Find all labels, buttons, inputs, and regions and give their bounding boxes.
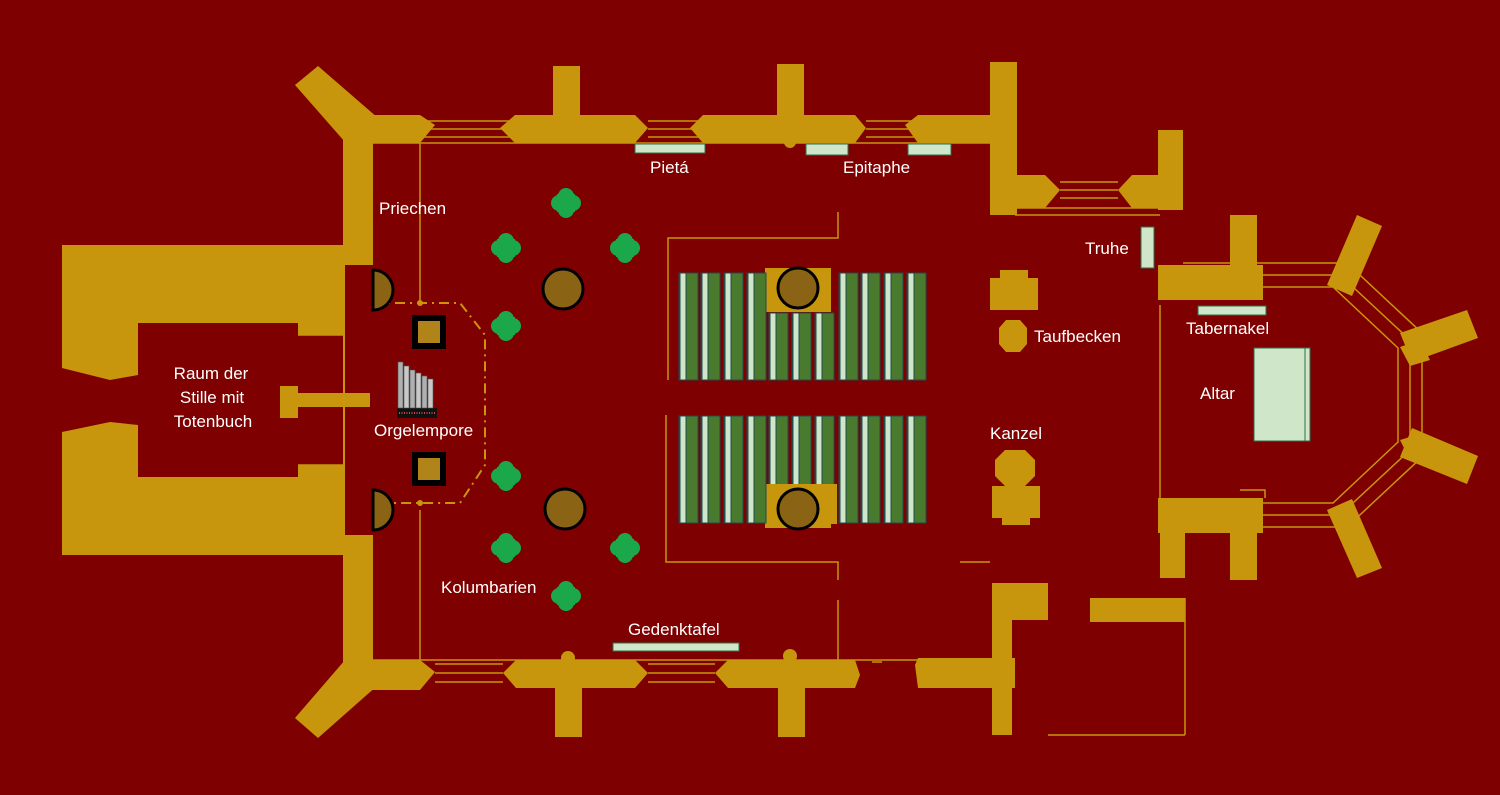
columbarium-icon	[491, 533, 521, 563]
label-priechen: Priechen	[379, 199, 446, 218]
gallery-pillar-north	[412, 315, 446, 349]
epitaph-plaque-2	[907, 143, 952, 156]
columbaria	[491, 188, 640, 611]
label-raum-line1: Raum der	[174, 364, 249, 383]
columbarium-icon	[610, 533, 640, 563]
round-pillar-icon	[371, 267, 587, 532]
pew-back	[701, 415, 709, 524]
furniture	[612, 143, 1311, 652]
label-taufbecken: Taufbecken	[1034, 327, 1121, 346]
organ-gallery	[373, 300, 486, 506]
pew-back	[792, 312, 800, 381]
label-raum-line2: Stille mit	[180, 388, 245, 407]
font-base	[990, 270, 1038, 310]
labels: Priechen Pietá Epitaphe Truhe Tabernakel…	[174, 158, 1269, 639]
pew-back	[884, 415, 892, 524]
columbarium-icon	[491, 461, 521, 491]
epitaph-plaque-1	[805, 143, 849, 156]
label-pieta: Pietá	[650, 158, 689, 177]
interior-lines	[373, 142, 1266, 672]
pew-back	[724, 415, 732, 524]
gallery-pillar-south	[412, 452, 446, 486]
pew-back	[701, 272, 709, 381]
organ-pipes-icon	[397, 361, 437, 418]
label-raum-line3: Totenbuch	[174, 412, 252, 431]
tabernakel-shelf	[1197, 305, 1267, 316]
columbarium-icon	[491, 311, 521, 341]
label-kanzel: Kanzel	[990, 424, 1042, 443]
gedenktafel-plaque	[612, 642, 740, 652]
columbarium-icon	[610, 233, 640, 263]
nave-walls	[295, 62, 1186, 738]
pew-back	[907, 415, 915, 524]
columbarium-icon	[551, 188, 581, 218]
label-truhe: Truhe	[1085, 239, 1129, 258]
pew-back	[747, 415, 755, 524]
label-gedenktafel: Gedenktafel	[628, 620, 720, 639]
pew-back	[884, 272, 892, 381]
pew-back	[679, 272, 687, 381]
columbarium-icon	[491, 233, 521, 263]
pew-back	[839, 415, 847, 524]
west-tower	[62, 245, 370, 555]
label-kolumbarien: Kolumbarien	[441, 578, 536, 597]
pews	[678, 266, 927, 531]
label-orgelempore: Orgelempore	[374, 421, 473, 440]
label-tabernakel: Tabernakel	[1186, 319, 1269, 338]
pew-back	[815, 312, 823, 381]
label-epitaphe: Epitaphe	[843, 158, 910, 177]
pew-back	[861, 415, 869, 524]
pew-back	[769, 312, 777, 381]
taufbecken-font	[999, 320, 1027, 352]
kanzel-pulpit	[995, 450, 1035, 486]
pew-back	[724, 272, 732, 381]
columbarium-icon	[551, 581, 581, 611]
pieta-plaque	[634, 143, 706, 154]
altar-table	[1253, 347, 1306, 442]
label-altar: Altar	[1200, 384, 1235, 403]
pew-back	[839, 272, 847, 381]
altar-step	[1304, 347, 1311, 442]
pew-back	[747, 272, 755, 381]
pew-back	[907, 272, 915, 381]
truhe-chest	[1140, 226, 1155, 269]
choir-apse	[1015, 130, 1478, 580]
pew-back	[861, 272, 869, 381]
pew-back	[679, 415, 687, 524]
